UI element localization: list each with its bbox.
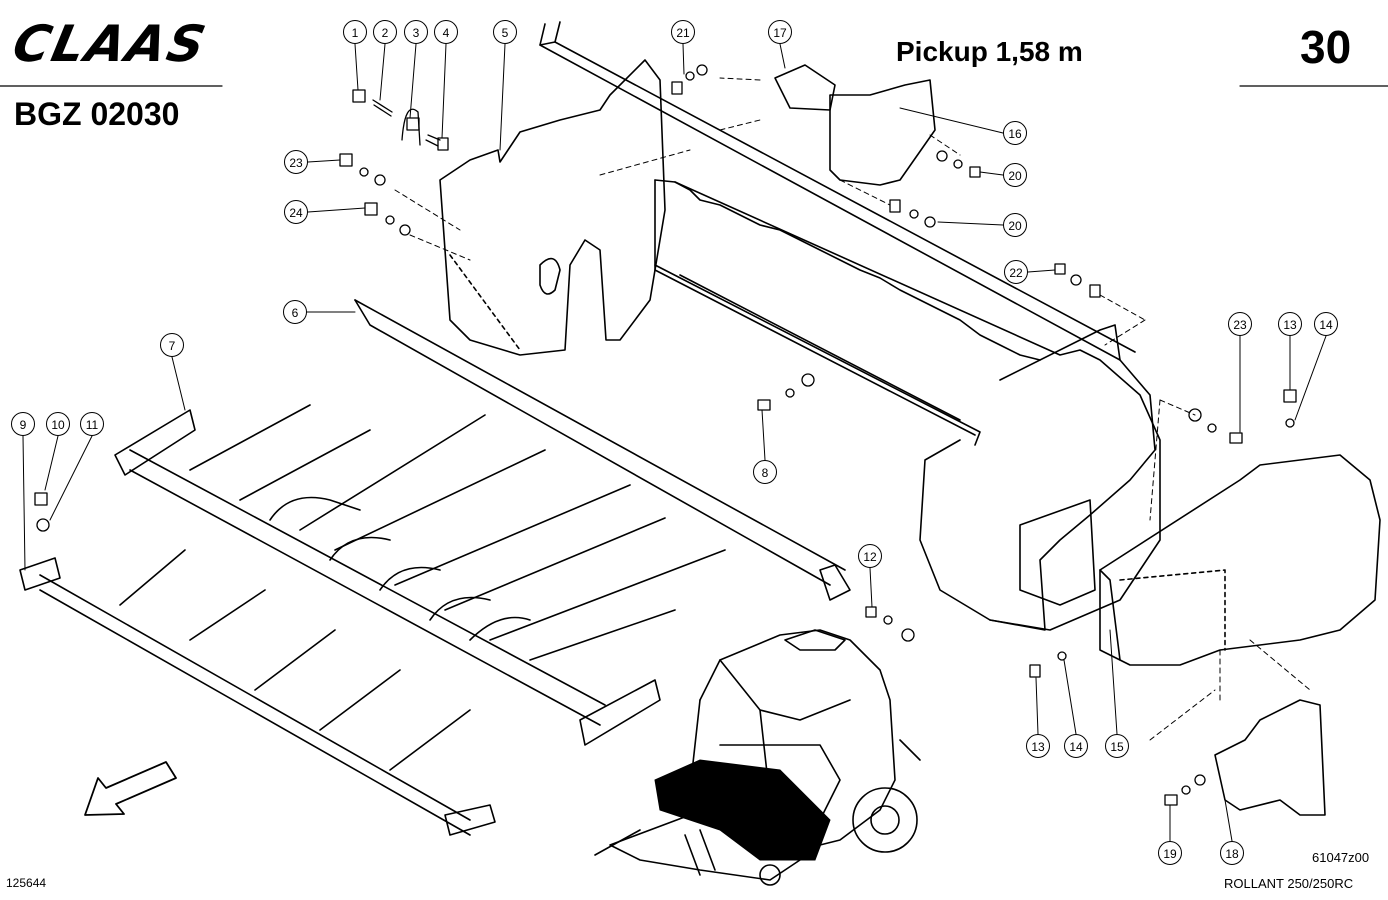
callout-23b: 23: [1228, 312, 1252, 336]
callout-19: 19: [1158, 841, 1182, 865]
figure-code: 61047z00: [1312, 850, 1370, 865]
drawing-code: 125644: [6, 876, 47, 890]
callout-23: 23: [284, 150, 308, 174]
callout-5: 5: [493, 20, 517, 44]
callout-10: 10: [46, 412, 70, 436]
callout-7: 7: [160, 333, 184, 357]
callout-16: 16: [1003, 121, 1027, 145]
callout-21: 21: [671, 20, 695, 44]
callout-17: 17: [768, 20, 792, 44]
callout-11: 11: [80, 412, 104, 436]
callout-12: 12: [858, 544, 882, 568]
callout-14b: 14: [1064, 734, 1088, 758]
brand-logo: CLAAS: [7, 15, 213, 73]
callout-18: 18: [1220, 841, 1244, 865]
callout-2: 2: [373, 20, 397, 44]
callout-20b: 20: [1003, 213, 1027, 237]
model-code: BGZ 02030: [14, 96, 180, 132]
page-number: 30: [1300, 21, 1352, 73]
callout-3: 3: [404, 20, 428, 44]
callout-9: 9: [11, 412, 35, 436]
callout-13b: 13: [1026, 734, 1050, 758]
callout-20: 20: [1003, 163, 1027, 187]
callout-13: 13: [1278, 312, 1302, 336]
callout-4: 4: [434, 20, 458, 44]
arrow-down-left-icon: [84, 761, 177, 816]
callout-22: 22: [1004, 260, 1028, 284]
callout-24: 24: [284, 200, 308, 224]
callout-15: 15: [1105, 734, 1129, 758]
callout-1: 1: [343, 20, 367, 44]
callout-14: 14: [1314, 312, 1338, 336]
machine-name: ROLLANT 250/250RC: [1224, 876, 1354, 891]
callout-8: 8: [753, 460, 777, 484]
callout-6: 6: [283, 300, 307, 324]
page-title: Pickup 1,58 m: [896, 36, 1083, 67]
